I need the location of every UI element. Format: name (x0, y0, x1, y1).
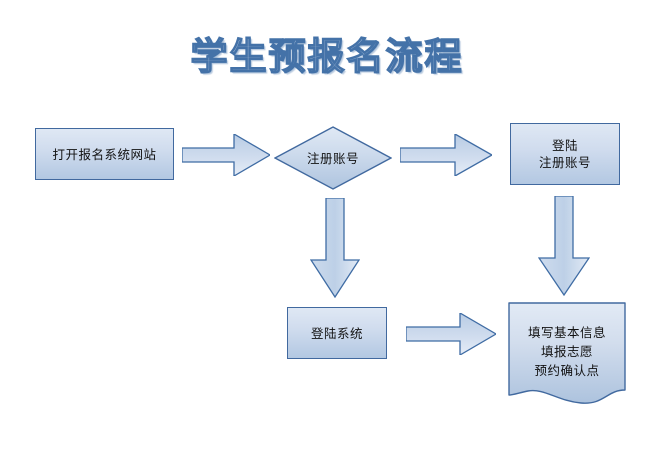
arrow-login-register-to-fill-info (538, 196, 590, 296)
node-open-site[interactable]: 打开报名系统网站 (35, 128, 174, 180)
node-login-register-account-label: 登陆 注册账号 (538, 138, 591, 170)
arrow-open-site-to-register (182, 134, 270, 176)
node-register-account[interactable]: 注册账号 (274, 126, 392, 190)
node-login-system-label: 登陆系统 (310, 325, 363, 341)
arrow-login-system-to-fill-info (406, 313, 496, 355)
node-open-site-label: 打开报名系统网站 (52, 146, 157, 162)
node-fill-info[interactable]: 填写基本信息 填报志愿 预约确认点 (508, 302, 626, 405)
node-login-register-account[interactable]: 登陆 注册账号 (510, 123, 620, 185)
arrow-register-to-login-system (310, 198, 360, 298)
node-fill-info-label: 填写基本信息 填报志愿 预约确认点 (527, 324, 606, 378)
page-title: 学生预报名流程 (190, 33, 464, 78)
node-login-system[interactable]: 登陆系统 (287, 307, 387, 359)
node-register-account-label: 注册账号 (306, 150, 359, 166)
arrow-register-to-login-register (400, 134, 492, 176)
